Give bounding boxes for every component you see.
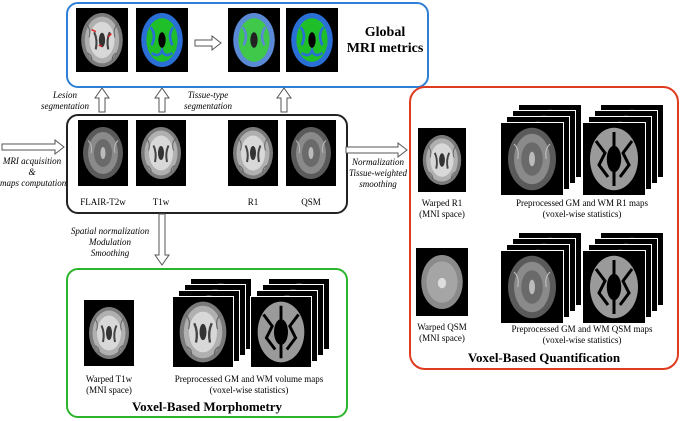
warped-t1w-image [84, 300, 134, 366]
vbm-gm-stack [172, 278, 252, 368]
acquisition-label: MRI acquisition&maps computation [0, 156, 67, 188]
warped-t1w-label: Warped T1w(MNI space) [85, 374, 133, 395]
qsm-image [286, 120, 336, 186]
vbm-maps-label: Preprocessed GM and WM volume maps(voxel… [174, 374, 324, 395]
r1-image [228, 120, 278, 186]
vbm-title: Voxel-Based Morphometry [131, 399, 283, 414]
seg-result-image-2 [286, 8, 338, 72]
t1w-label: T1w [152, 197, 170, 207]
warped-qsm-image [416, 248, 468, 316]
vbq-title: Voxel-Based Quantification [467, 350, 621, 365]
vbq-qsm-gm-stack [500, 232, 585, 324]
vbm-wm-stack [250, 278, 340, 368]
vbq-r1-gm-stack [500, 104, 585, 196]
seg-result-image-1 [228, 8, 280, 72]
qsm-label: QSM [301, 197, 321, 207]
vbq-qsm-maps-label: Preprocessed GM and WM QSM maps(voxel-wi… [511, 324, 653, 345]
warped-qsm-label: Warped QSM(MNI space) [417, 322, 467, 343]
r1-label: R1 [247, 197, 259, 207]
warped-r1-label: Warped R1(MNI space) [419, 198, 465, 219]
vbq-r1-wm-stack [582, 104, 667, 196]
vbq-r1-maps-label: Preprocessed GM and WM R1 maps(voxel-wis… [515, 198, 649, 219]
t1w-image [136, 120, 186, 186]
tissue-seg-image [136, 8, 188, 72]
flair-t2w-label: FLAIR-T2w [80, 197, 126, 207]
flair-lesion-image [76, 8, 128, 72]
global-title: Global MRI metrics [346, 25, 424, 56]
vbq-qsm-wm-stack [582, 232, 667, 324]
flair-t2w-image [78, 120, 128, 186]
warped-r1-image [418, 128, 466, 192]
